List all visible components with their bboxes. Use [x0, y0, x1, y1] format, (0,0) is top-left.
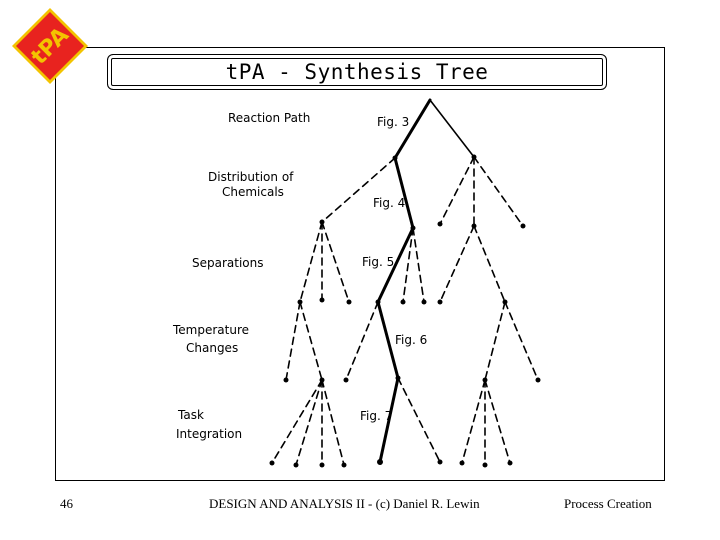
- node: [346, 299, 352, 305]
- edge: [504, 301, 539, 381]
- edge: [376, 300, 400, 380]
- edge: [285, 301, 301, 381]
- edge: [299, 301, 323, 381]
- figure-ref-fig5: Fig. 5: [362, 255, 394, 269]
- node: [437, 459, 443, 465]
- edge: [412, 227, 425, 303]
- page-number: 46: [60, 496, 73, 511]
- edge: [321, 221, 350, 303]
- node: [507, 460, 513, 466]
- level-label-reaction-path: Reaction Path: [228, 111, 310, 125]
- edge: [397, 377, 441, 463]
- tpa-logo: tPA: [12, 8, 88, 84]
- edge: [299, 221, 323, 303]
- node: [502, 299, 508, 305]
- node: [482, 462, 488, 468]
- figure-ref-fig7: Fig. 7: [360, 409, 392, 423]
- title-bar: tPA - Synthesis Tree: [107, 54, 607, 90]
- node: [377, 459, 383, 465]
- node: [471, 223, 477, 229]
- node: [293, 462, 299, 468]
- edge: [345, 301, 379, 381]
- node: [437, 221, 443, 227]
- node: [471, 154, 477, 160]
- node: [410, 225, 416, 231]
- node: [437, 299, 443, 305]
- node: [459, 460, 465, 466]
- node: [283, 377, 289, 383]
- edge: [439, 156, 475, 225]
- edge: [295, 379, 323, 466]
- node: [297, 299, 303, 305]
- level-label-temperature-line1: Temperature: [172, 323, 249, 337]
- edge: [473, 225, 506, 303]
- node: [319, 297, 325, 303]
- node: [392, 155, 398, 161]
- figure-ref-fig4: Fig. 4: [373, 196, 405, 210]
- level-label-temperature-line2: Changes: [186, 341, 238, 355]
- node: [535, 377, 541, 383]
- edge: [376, 226, 415, 304]
- footer-topic: Process Creation: [564, 496, 652, 511]
- footer-course: DESIGN AND ANALYSIS II - (c) Daniel R. L…: [209, 496, 480, 511]
- page-title: tPA - Synthesis Tree: [225, 60, 489, 84]
- edge: [429, 99, 475, 158]
- edge: [393, 156, 415, 230]
- node: [520, 223, 526, 229]
- node: [343, 377, 349, 383]
- edge: [378, 376, 400, 464]
- level-label-distribution-line1: Distribution of: [208, 170, 294, 184]
- node: [395, 375, 401, 381]
- edge: [439, 225, 475, 303]
- node: [482, 377, 488, 383]
- figure-ref-fig3: Fig. 3: [377, 115, 409, 129]
- node: [319, 219, 325, 225]
- level-label-task-line2: Integration: [176, 427, 242, 441]
- level-label-task-line1: Task: [177, 408, 204, 422]
- node: [269, 460, 275, 466]
- level-label-distribution-line2: Chemicals: [222, 185, 284, 199]
- edge: [321, 157, 396, 223]
- node: [421, 299, 427, 305]
- edge: [484, 379, 511, 464]
- slide-frame: [55, 47, 665, 481]
- logo-diamond: [16, 12, 84, 80]
- edge: [321, 379, 345, 466]
- node: [375, 299, 381, 305]
- node: [319, 377, 325, 383]
- edge: [461, 379, 486, 464]
- level-label-separations: Separations: [192, 256, 264, 270]
- edge: [473, 156, 524, 227]
- figure-ref-fig6: Fig. 6: [395, 333, 427, 347]
- edge: [484, 301, 506, 381]
- edge: [271, 379, 323, 464]
- edge: [402, 227, 414, 303]
- node: [341, 462, 347, 468]
- edge: [393, 98, 432, 160]
- node: [319, 462, 325, 468]
- node: [400, 299, 406, 305]
